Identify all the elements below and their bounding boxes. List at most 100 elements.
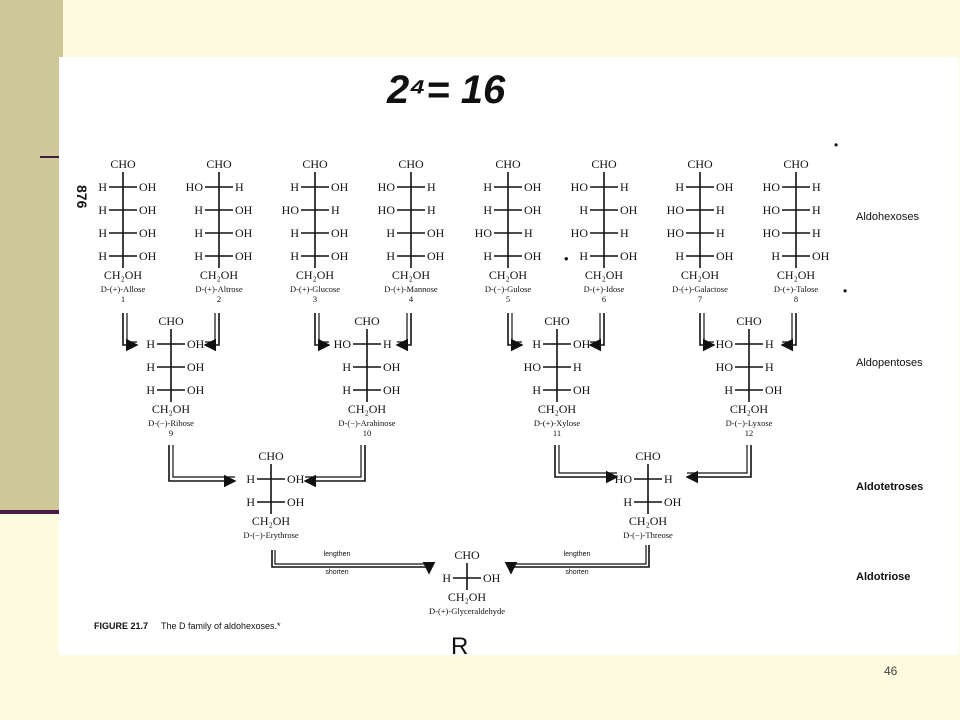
left-substituent: H: [246, 472, 255, 486]
cho-group: CHO: [398, 157, 424, 171]
right-substituent: H: [716, 226, 725, 240]
label-aldohexoses: Aldohexoses: [856, 211, 919, 223]
scan-mark: •: [834, 138, 838, 152]
ch2oh-group: CH₂OH: [629, 514, 668, 528]
right-substituent: H: [331, 203, 340, 217]
left-substituent: HO: [667, 203, 685, 217]
sugar-name: D-(−)-Ribose: [148, 418, 194, 428]
left-substituent: HO: [524, 360, 542, 374]
right-substituent: OH: [139, 203, 157, 217]
left-substituent: H: [724, 383, 733, 397]
sugar-name: D-(−)-Gulose: [485, 284, 532, 294]
left-substituent: HO: [763, 180, 781, 194]
label-aldotriose: Aldotriose: [856, 571, 910, 583]
right-substituent: H: [427, 203, 436, 217]
left-substituent: H: [386, 249, 395, 263]
left-substituent: HO: [378, 180, 396, 194]
scan-mark: •: [564, 251, 569, 266]
left-substituent: H: [579, 249, 588, 263]
left-substituent: H: [290, 249, 299, 263]
cho-group: CHO: [635, 449, 661, 463]
left-substituent: H: [623, 495, 632, 509]
right-substituent: H: [812, 180, 821, 194]
sugar-name: D-(+)-Glyceraldehyde: [429, 606, 505, 616]
left-substituent: HO: [334, 337, 352, 351]
sugar-number: 6: [602, 294, 606, 304]
sugar-name: D-(+)-Allose: [101, 284, 146, 294]
sidebar-tick: [40, 156, 62, 158]
ch2oh-group: CH₂OH: [104, 268, 143, 282]
left-substituent: HO: [716, 360, 734, 374]
ch2oh-group: CH₂OH: [448, 590, 487, 604]
lengthen-label-left: lengthen: [324, 551, 351, 558]
left-substituent: H: [579, 203, 588, 217]
figure-label: FIGURE 21.7: [94, 621, 148, 631]
ch2oh-group: CH₂OH: [489, 268, 528, 282]
left-substituent: HO: [571, 226, 589, 240]
cho-group: CHO: [495, 157, 521, 171]
left-substituent: H: [532, 383, 541, 397]
cho-group: CHO: [354, 314, 380, 328]
left-substituent: H: [146, 383, 155, 397]
right-substituent: OH: [664, 495, 682, 509]
sugar-number: 7: [698, 294, 702, 304]
right-substituent: OH: [483, 571, 501, 585]
sugar-number: 9: [169, 428, 173, 438]
left-substituent: H: [98, 226, 107, 240]
sugar-name: D-(+)-Mannose: [384, 284, 438, 294]
right-substituent: H: [235, 180, 244, 194]
ch2oh-group: CH₂OH: [730, 402, 769, 416]
ch2oh-group: CH₂OH: [538, 402, 577, 416]
ch2oh-group: CH₂OH: [252, 514, 291, 528]
left-substituent: H: [342, 360, 351, 374]
left-substituent: HO: [716, 337, 734, 351]
cho-group: CHO: [591, 157, 617, 171]
sugar-number: 2: [217, 294, 221, 304]
left-substituent: HO: [615, 472, 633, 486]
right-substituent: H: [383, 337, 392, 351]
left-substituent: H: [98, 249, 107, 263]
left-substituent: H: [386, 226, 395, 240]
left-substituent: H: [483, 249, 492, 263]
ch2oh-group: CH₂OH: [200, 268, 239, 282]
right-substituent: OH: [620, 203, 638, 217]
sugar-name: D-(−)-Erythrose: [243, 530, 299, 540]
right-substituent: H: [620, 226, 629, 240]
right-substituent: OH: [235, 203, 253, 217]
cho-group: CHO: [110, 157, 136, 171]
right-substituent: OH: [287, 472, 305, 486]
sugar-number: 10: [363, 428, 372, 438]
right-substituent: OH: [139, 180, 157, 194]
left-substituent: H: [675, 249, 684, 263]
right-substituent: OH: [139, 249, 157, 263]
left-substituent: H: [342, 383, 351, 397]
right-substituent: OH: [573, 337, 591, 351]
cho-group: CHO: [302, 157, 328, 171]
cho-group: CHO: [736, 314, 762, 328]
right-substituent: H: [716, 203, 725, 217]
right-substituent: OH: [573, 383, 591, 397]
right-substituent: H: [427, 180, 436, 194]
figure-caption: The D family of aldohexoses.*: [161, 621, 281, 631]
right-substituent: H: [524, 226, 533, 240]
right-substituent: OH: [287, 495, 305, 509]
right-substituent: OH: [427, 249, 445, 263]
pentose-to-tetrose-arrows: [168, 445, 752, 488]
right-substituent: OH: [331, 180, 349, 194]
label-aldotetroses: Aldotetroses: [856, 481, 923, 493]
left-substituent: HO: [475, 226, 493, 240]
right-substituent: OH: [235, 249, 253, 263]
sugar-name: D-(+)-Altrose: [195, 284, 243, 294]
ch2oh-group: CH₂OH: [585, 268, 624, 282]
left-substituent: H: [146, 337, 155, 351]
cho-group: CHO: [206, 157, 232, 171]
ch2oh-group: CH₂OH: [777, 268, 816, 282]
sugar-name: D-(+)-Idose: [584, 284, 625, 294]
scan-mark: •: [843, 284, 847, 298]
aldose-family-diagram: 2⁴= 16 876 Aldohexoses Aldopentoses Aldo…: [74, 68, 923, 655]
